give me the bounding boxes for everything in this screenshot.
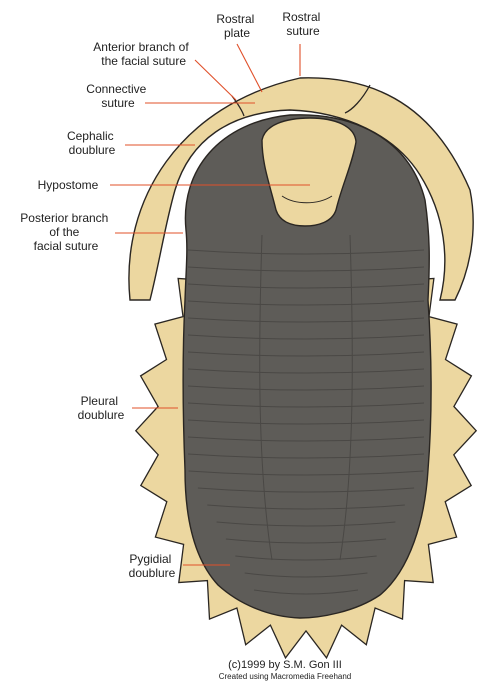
label-pygidial-doublure: Pygidial doublure (129, 552, 176, 580)
label-posterior-branch: Posterior branch of the facial suture (20, 211, 111, 253)
leader-anterior-branch (195, 60, 236, 100)
label-rostral-plate: Rostral plate (216, 12, 257, 40)
label-rostral-suture: Rostral suture (282, 10, 323, 38)
label-anterior-branch: Anterior branch of the facial suture (93, 40, 192, 68)
label-pleural-doublure: Pleural doublure (78, 394, 125, 422)
credit-software: Created using Macromedia Freehand (219, 672, 352, 681)
label-cephalic-doublure: Cephalic doublure (67, 129, 117, 157)
leader-rostral-plate (237, 44, 262, 92)
credit-copyright: (c)1999 by S.M. Gon III (228, 659, 342, 671)
label-connective-suture: Connective suture (86, 82, 149, 110)
label-hypostome: Hypostome (38, 178, 99, 192)
